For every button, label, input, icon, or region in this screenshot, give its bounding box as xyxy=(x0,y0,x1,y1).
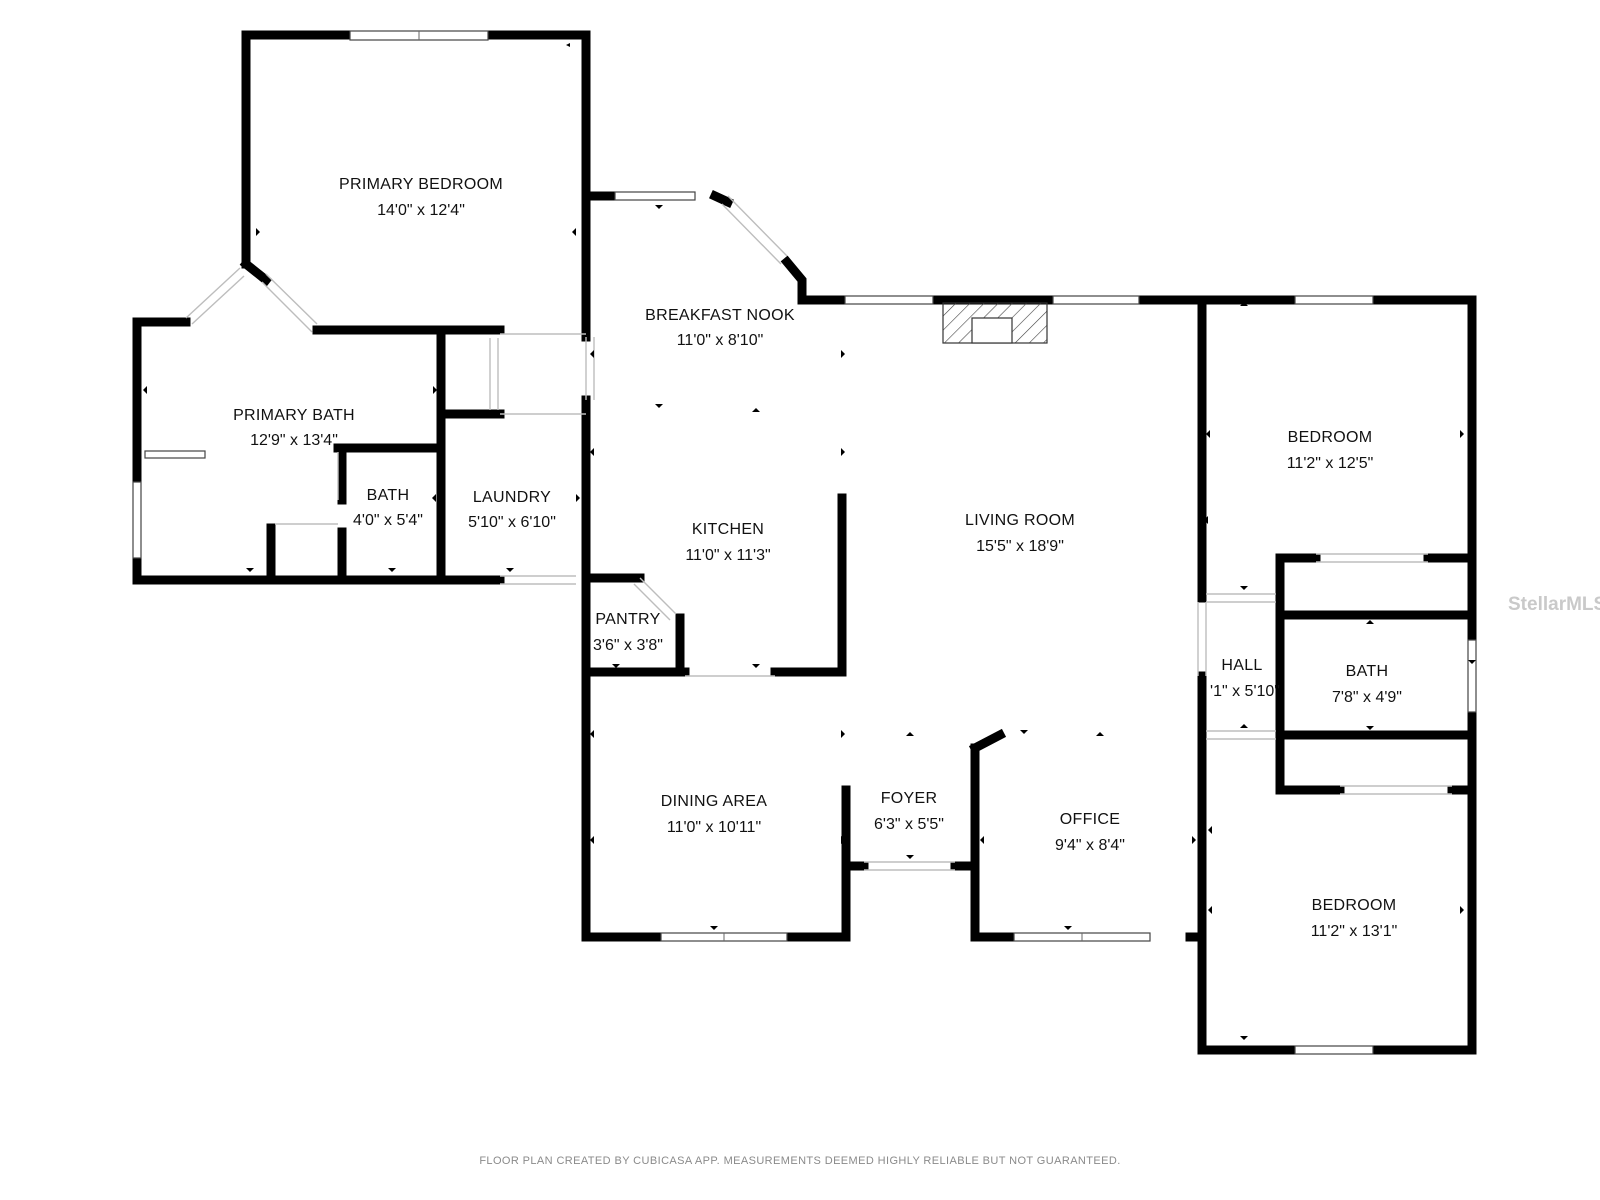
footer-disclaimer: FLOOR PLAN CREATED BY CUBICASA APP. MEAS… xyxy=(479,1155,1120,1167)
walls xyxy=(132,30,1477,1055)
room-pantry: PANTRY 3'6" x 3'8" xyxy=(593,611,663,654)
room-name: LIVING ROOM xyxy=(965,512,1075,529)
room-name: BATH xyxy=(367,487,410,504)
room-dimensions: 4'0" x 5'4" xyxy=(353,512,423,529)
room-dimensions: 11'0" x 8'10" xyxy=(677,332,764,349)
room-name: FOYER xyxy=(881,790,938,807)
room-dimensions: 11'2" x 12'5" xyxy=(1287,455,1374,472)
room-dimensions: '1" x 5'10" xyxy=(1210,683,1280,700)
room-dimensions: 15'5" x 18'9" xyxy=(976,538,1064,555)
room-name: DINING AREA xyxy=(661,793,767,810)
room-primary-bath: PRIMARY BATH 12'9" x 13'4" xyxy=(233,407,355,449)
room-name: PRIMARY BEDROOM xyxy=(339,176,503,193)
room-name: OFFICE xyxy=(1060,811,1120,828)
room-laundry: LAUNDRY 5'10" x 6'10" xyxy=(468,489,556,531)
room-dimensions: 7'8" x 4'9" xyxy=(1332,689,1402,706)
room-living-room: LIVING ROOM 15'5" x 18'9" xyxy=(965,512,1075,555)
dimension-ticks xyxy=(143,43,1476,1040)
room-name: BEDROOM xyxy=(1312,897,1397,914)
room-dimensions: 5'10" x 6'10" xyxy=(468,514,556,531)
door-openings xyxy=(185,195,1452,871)
room-primary-bedroom: PRIMARY BEDROOM 14'0" x 12'4" xyxy=(339,176,503,219)
room-dimensions: 14'0" x 12'4" xyxy=(377,202,465,219)
room-name: PRIMARY BATH xyxy=(233,407,355,424)
room-name: PANTRY xyxy=(595,611,660,628)
room-kitchen: KITCHEN 11'0" x 11'3" xyxy=(685,521,770,564)
room-dimensions: 9'4" x 8'4" xyxy=(1055,837,1125,854)
room-bedroom-1: BEDROOM 11'2" x 12'5" xyxy=(1287,429,1374,472)
room-dimensions: 12'9" x 13'4" xyxy=(250,432,338,449)
windows xyxy=(132,30,1477,1055)
room-hall: HALL '1" x 5'10" xyxy=(1210,657,1280,700)
room-dimensions: 11'0" x 10'11" xyxy=(667,819,761,836)
room-bath-2: BATH 7'8" x 4'9" xyxy=(1332,663,1402,706)
room-dining-area: DINING AREA 11'0" x 10'11" xyxy=(661,793,767,836)
room-bedroom-2: BEDROOM 11'2" x 13'1" xyxy=(1311,897,1398,940)
room-dimensions: 11'2" x 13'1" xyxy=(1311,923,1398,940)
room-office: OFFICE 9'4" x 8'4" xyxy=(1055,811,1125,854)
room-breakfast-nook: BREAKFAST NOOK 11'0" x 8'10" xyxy=(645,307,795,349)
room-foyer: FOYER 6'3" x 5'5" xyxy=(874,790,944,833)
room-name: KITCHEN xyxy=(692,521,764,538)
watermark-logo: StellarMLS xyxy=(1508,594,1600,615)
room-name: BATH xyxy=(1346,663,1389,680)
room-name: BREAKFAST NOOK xyxy=(645,307,795,324)
room-name: HALL xyxy=(1221,657,1262,674)
room-bath-small: BATH 4'0" x 5'4" xyxy=(353,487,423,529)
room-name: LAUNDRY xyxy=(473,489,551,506)
room-name: BEDROOM xyxy=(1288,429,1373,446)
room-dimensions: 11'0" x 11'3" xyxy=(685,547,770,564)
room-dimensions: 6'3" x 5'5" xyxy=(874,816,944,833)
room-dimensions: 3'6" x 3'8" xyxy=(593,637,663,654)
